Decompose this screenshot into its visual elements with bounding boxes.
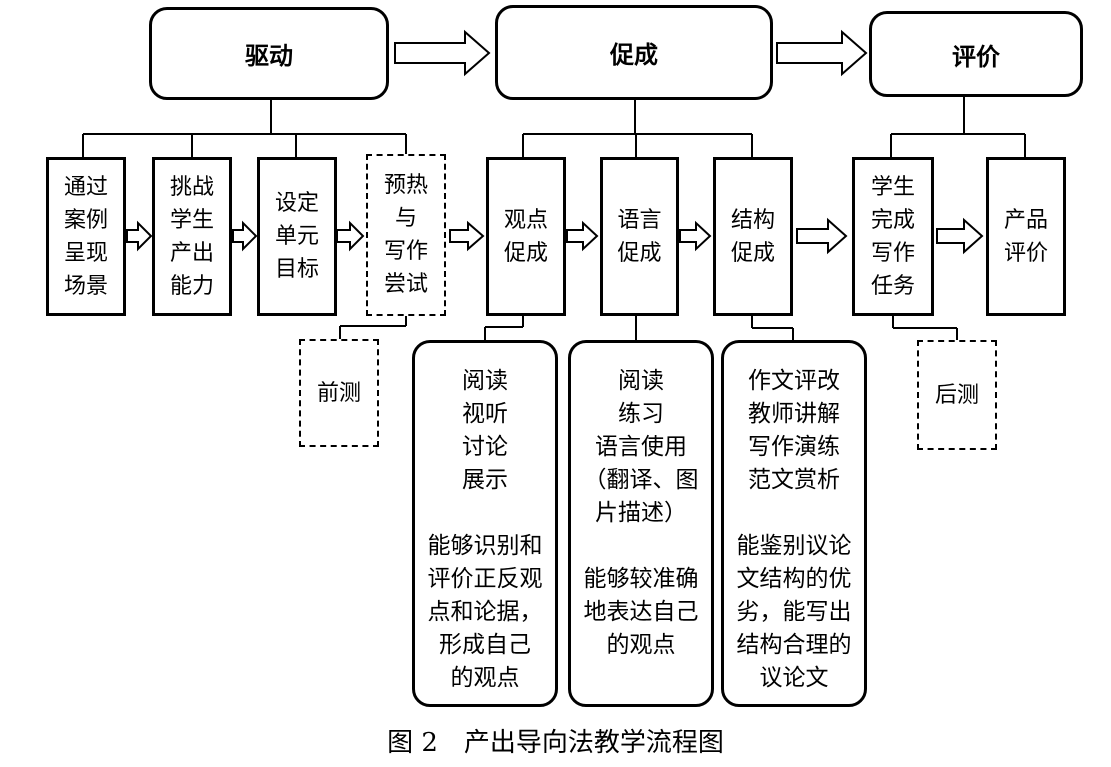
pre-test-label: 前测: [316, 380, 361, 406]
arrow-icon: [796, 217, 848, 255]
step-set-unit-goals: 设定 单元 目标: [257, 157, 337, 316]
step-product-evaluation: 产品 评价: [986, 157, 1066, 316]
arrow-icon: [776, 29, 868, 77]
step-label: 结构 促成: [730, 207, 775, 266]
step-challenge-output: 挑战 学生 产出 能力: [152, 157, 232, 316]
arrow-icon: [449, 220, 485, 252]
stage-promote: 促成: [495, 5, 773, 100]
arrow-icon: [566, 220, 599, 252]
detail-text: 阅读 视听 讨论 展示 能够识别和 评价正反观 点和论据， 形成自己 的观点: [427, 368, 543, 691]
stage-drive: 驱动: [149, 7, 389, 100]
step-case-scenario: 通过 案例 呈现 场景: [46, 157, 126, 316]
figure-caption: 图 2 产出导向法教学流程图: [387, 728, 724, 758]
stage-evaluate: 评价: [869, 11, 1083, 97]
stage-label: 促成: [610, 40, 658, 69]
step-label: 设定 单元 目标: [274, 191, 319, 282]
step-complete-writing-task: 学生 完成 写作 任务: [852, 157, 934, 316]
post-test-box: 后测: [917, 340, 997, 450]
arrow-icon: [126, 220, 153, 252]
step-viewpoint-promotion: 观点 促成: [486, 157, 566, 316]
arrow-icon: [394, 29, 491, 77]
step-language-promotion: 语言 促成: [600, 157, 679, 316]
step-label: 挑战 学生 产出 能力: [169, 174, 214, 299]
post-test-label: 后测: [934, 382, 979, 408]
step-warmup-writing-attempt: 预热 与 写作 尝试: [366, 154, 446, 316]
step-label: 通过 案例 呈现 场景: [63, 174, 108, 299]
step-label: 观点 促成: [503, 207, 548, 266]
arrow-icon: [232, 220, 258, 252]
step-structure-promotion: 结构 促成: [713, 157, 793, 316]
step-label: 语言 促成: [617, 207, 662, 266]
detail-structure: 作文评改 教师讲解 写作演练 范文赏析 能鉴别议论 文结构的优 劣，能写出 结构…: [721, 340, 867, 707]
arrow-icon: [936, 217, 984, 255]
detail-text: 阅读 练习 语言使用 （翻译、图 片描述） 能够较准确 地表达自己 的观点: [583, 368, 699, 658]
step-label: 学生 完成 写作 任务: [870, 174, 915, 299]
pre-test-box: 前测: [299, 339, 379, 447]
detail-language: 阅读 练习 语言使用 （翻译、图 片描述） 能够较准确 地表达自己 的观点: [568, 340, 714, 707]
stage-label: 评价: [952, 41, 1000, 71]
arrow-icon: [679, 220, 712, 252]
step-label: 预热 与 写作 尝试: [383, 173, 428, 297]
step-label: 产品 评价: [1003, 207, 1048, 266]
detail-viewpoint: 阅读 视听 讨论 展示 能够识别和 评价正反观 点和论据， 形成自己 的观点: [412, 340, 558, 707]
stage-label: 驱动: [245, 41, 293, 70]
arrow-icon: [336, 220, 365, 252]
detail-text: 作文评改 教师讲解 写作演练 范文赏析 能鉴别议论 文结构的优 劣，能写出 结构…: [736, 368, 852, 691]
